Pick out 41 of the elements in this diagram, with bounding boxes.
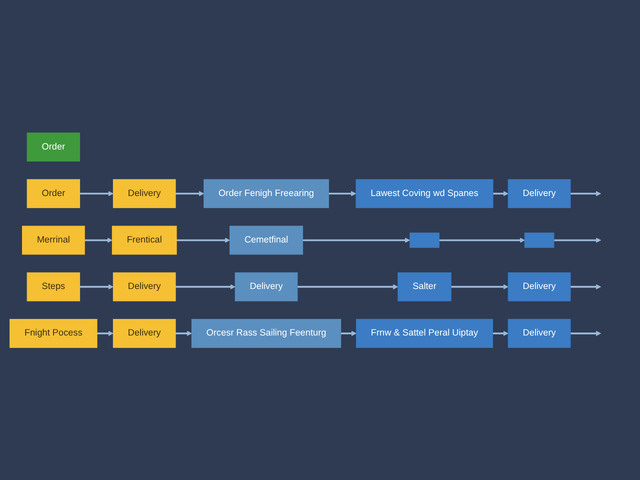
node-box: Frnw & Sattel Peral Uiptay <box>356 318 493 348</box>
arrow <box>97 330 114 336</box>
arrow <box>302 237 410 243</box>
arrow <box>554 237 602 243</box>
arrow <box>492 190 508 196</box>
arrow <box>570 190 602 196</box>
arrow <box>176 237 230 243</box>
node-box: Delivery <box>112 318 176 348</box>
node-box: Order <box>26 132 80 162</box>
arrow <box>570 330 602 336</box>
arrow <box>492 330 508 336</box>
node-box <box>524 232 554 248</box>
node-box: Frentical <box>112 226 177 254</box>
arrow <box>176 190 204 196</box>
node-box: Order Fenigh Freearing <box>204 178 329 208</box>
node-box: Salter <box>398 272 452 302</box>
node-box <box>410 232 440 248</box>
node-box: Delivery <box>508 318 571 348</box>
node-box: Lawest Coving wd Spanes <box>356 178 494 208</box>
node-box: Delivery <box>508 272 571 302</box>
node-box: Orcesr Rass Sailing Feenturg <box>191 318 342 348</box>
node-box: Order <box>26 178 80 208</box>
arrow <box>570 284 602 290</box>
arrow <box>84 237 112 243</box>
node-box: Delivery <box>112 178 176 208</box>
node-box: Cemetfinal <box>230 226 304 254</box>
arrow <box>439 237 525 243</box>
node-box: Merrinal <box>22 226 85 254</box>
arrow <box>176 330 192 336</box>
node-box: Fnight Pocess <box>10 318 98 348</box>
arrow <box>297 284 398 290</box>
node-box: Delivery <box>112 272 176 302</box>
arrow <box>451 284 508 290</box>
arrow <box>340 330 357 336</box>
node-box: Steps <box>26 272 80 302</box>
arrow <box>176 284 236 290</box>
arrow <box>80 190 114 196</box>
arrow <box>80 284 114 290</box>
node-box: Delivery <box>508 178 571 208</box>
node-box: Delivery <box>234 272 298 302</box>
arrow <box>328 190 356 196</box>
